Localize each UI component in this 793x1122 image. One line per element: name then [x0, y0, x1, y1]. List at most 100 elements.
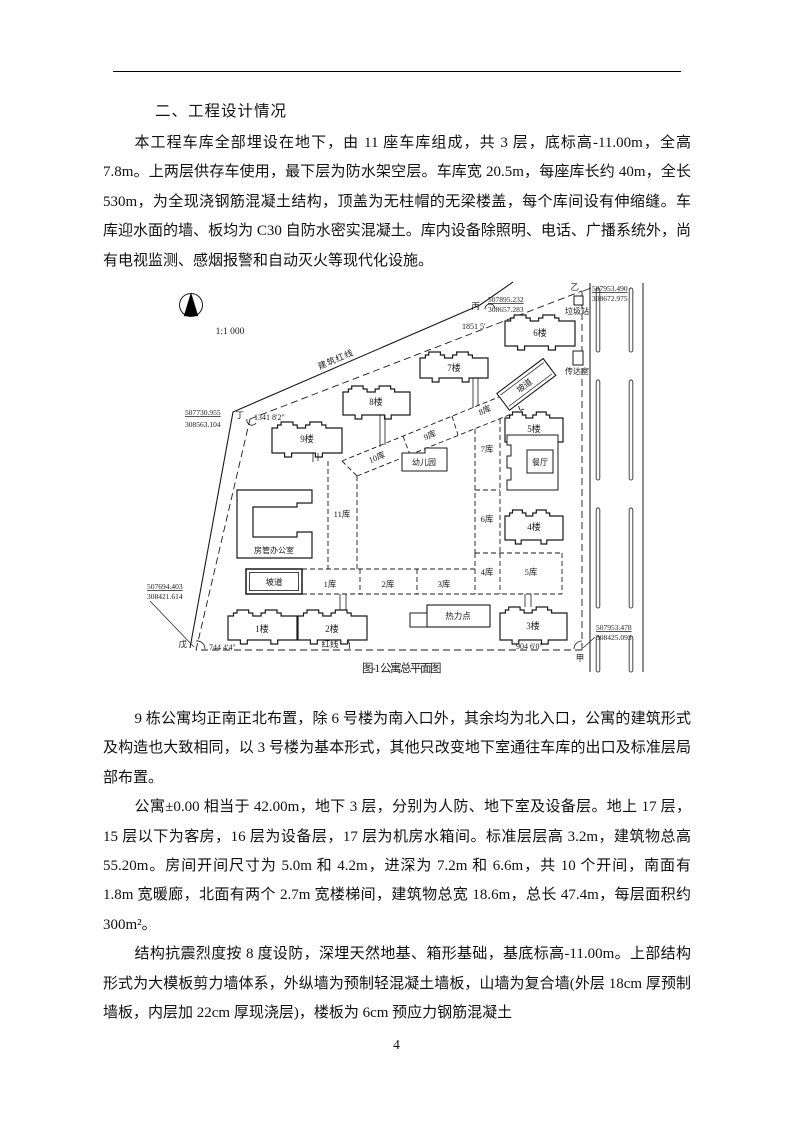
coord-leader: [582, 287, 592, 292]
corner-arc: [246, 418, 257, 426]
garage-4-label: 4库: [481, 567, 494, 577]
canteen-outline: [526, 449, 554, 474]
paragraph-structure: 结构抗震烈度按 8 度设防，深埋天然地基、箱形基础，基底标高-11.00m。上部…: [103, 946, 691, 1022]
coord-bing-easting: 308657.283: [488, 305, 524, 314]
header-rule: [113, 71, 681, 72]
road-lane-dash: [595, 379, 601, 481]
corner-yi: 乙: [570, 282, 579, 292]
garage-8-label: 8库: [477, 403, 493, 417]
red-line-boundary: [195, 418, 251, 651]
north-arrow-icon: [183, 292, 199, 317]
garage-3-label: 3库: [438, 579, 451, 589]
coord-wu-easting: 308421.614: [147, 592, 183, 601]
road-lane-dash: [628, 635, 634, 673]
paragraph-levels: 公寓±0.00 相当于 42.00m，地下 3 层，分别为人防、地下室及设备层。…: [103, 799, 691, 933]
building-3-footprint: [499, 606, 568, 645]
ramp-bottom-label: 坡道: [265, 577, 283, 587]
kindergarten-label: 幼儿园: [412, 457, 436, 467]
plan-line: [341, 389, 517, 462]
ramp-bottom-inner: [249, 572, 299, 591]
page-number: 4: [393, 1037, 400, 1052]
garage-2-label: 2库: [382, 579, 395, 589]
plan-line: [341, 460, 358, 477]
building-5-label: 5楼: [527, 423, 541, 434]
building-2-footprint: [297, 609, 368, 645]
coord-yi-easting: 308672.975: [592, 294, 628, 303]
coord-jia-easting: 308425.093: [596, 633, 632, 642]
canteen-label: 餐厅: [532, 458, 548, 467]
corner-arc: [195, 640, 206, 650]
building-1-footprint: [227, 609, 298, 645]
corner-wu: 戊: [178, 639, 187, 649]
site-boundary-line: [189, 281, 514, 649]
road-lane-dash: [595, 287, 601, 353]
coord-wu-northing: 507694.403: [147, 582, 183, 591]
coord-ding-northing: 507730.955: [185, 408, 221, 417]
building-4-footprint: [504, 509, 564, 545]
paragraph-garage: 本工程车库全部埋设在地下，由 11 座车库组成，共 3 层，底标高-11.00m…: [103, 135, 691, 269]
angle-ding: 1341 8'2": [254, 413, 285, 422]
building-8-label: 8楼: [369, 396, 383, 407]
coord-leader: [149, 600, 195, 648]
housing-office-outline: [236, 489, 313, 559]
ramp-top-edge: [508, 373, 553, 407]
garage-5-label: 5库: [525, 567, 538, 577]
building-8-footprint: [342, 385, 411, 420]
building-1-label: 1楼: [255, 623, 269, 634]
garage-1-label: 1库: [324, 579, 337, 589]
garage-7-label: 7库: [481, 444, 494, 454]
building-2-label: 2楼: [325, 623, 339, 634]
garbage-station-label: 垃圾站: [565, 306, 589, 316]
corner-bing: 丙: [471, 301, 480, 311]
scale-label: 1:1 000: [216, 327, 245, 337]
heating-point-label: 热力点: [445, 611, 471, 621]
angle-jia: 904 6'0": [516, 642, 543, 651]
ramp-bottom: [245, 568, 303, 595]
garage-11-label: 11库: [334, 509, 351, 519]
corner-arc: [573, 640, 583, 650]
figure-caption: 图-1 公寓总平面图: [362, 661, 441, 675]
reception-label: 传达室: [565, 366, 589, 376]
building-3-label: 3楼: [526, 620, 540, 631]
text-block: 9 栋公寓均正南正北布置，除 6 号楼为南入口外，其余均为北入口，公寓的建筑形式…: [103, 705, 691, 1028]
ramp-top: [496, 357, 557, 412]
paragraph-apartments: 9 栋公寓均正南正北布置，除 6 号楼为南入口外，其余均为北入口，公寓的建筑形式…: [103, 711, 691, 786]
road-lane-dash: [595, 635, 601, 673]
red-line-boundary: [249, 290, 583, 420]
ramp-top-edge: [500, 362, 544, 396]
building-7-footprint: [419, 351, 489, 383]
building-9-footprint: [271, 421, 343, 458]
red-line-label: 红线: [321, 639, 339, 649]
section-heading: 二、工程设计情况: [155, 103, 288, 120]
plan-line: [451, 415, 459, 436]
garage-6-label: 6库: [481, 514, 494, 524]
coord-ding-easting: 308563.104: [185, 420, 221, 429]
corner-jia: 甲: [576, 653, 585, 663]
coord-yi-northing: 507953.490: [592, 284, 628, 293]
building-4-label: 4楼: [527, 521, 541, 532]
coord-jia-northing: 507953.478: [596, 623, 632, 632]
road-lane-dash: [628, 507, 634, 609]
angle-bing: 1851 5': [462, 322, 486, 331]
road-lane-dash: [628, 379, 634, 481]
coord-bing-northing: 507895.232: [488, 295, 524, 304]
garage-10-label: 10库: [367, 449, 387, 465]
garbage-station-outline: [573, 295, 584, 306]
heating-point-annex: [409, 612, 428, 628]
garage-9-label: 9库: [422, 428, 438, 442]
corner-ding: 丁: [235, 410, 244, 420]
road-lane-dash: [628, 287, 634, 353]
angle-wu: 744 4'4": [209, 643, 236, 652]
kindergarten-outline: [401, 447, 448, 472]
plan-line: [402, 435, 411, 456]
building-6-footprint: [504, 314, 576, 351]
housing-office-label: 房管办公室: [254, 545, 294, 555]
reception-outline: [572, 350, 584, 366]
building-9-label: 9楼: [300, 433, 314, 444]
corner-arc: [484, 303, 496, 310]
building-6-label: 6楼: [533, 327, 547, 338]
road-lane-dash: [595, 507, 601, 609]
building-7-label: 7楼: [447, 362, 461, 373]
